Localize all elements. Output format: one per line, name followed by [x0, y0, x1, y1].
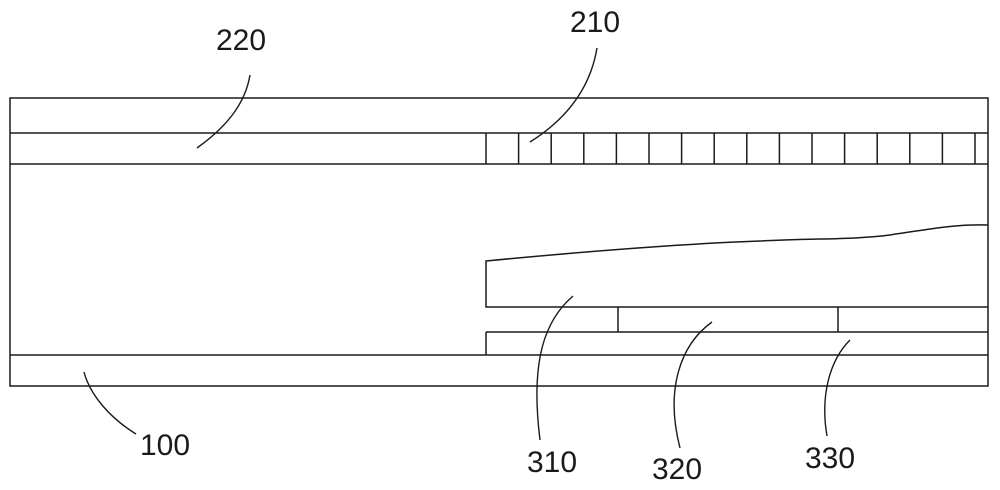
leader-line-330	[824, 339, 851, 437]
label-220: 220	[216, 24, 266, 57]
label-310: 310	[527, 446, 577, 479]
label-100: 100	[140, 429, 190, 462]
label-210: 210	[570, 6, 620, 39]
tapered-component-310	[485, 224, 989, 308]
segmented-cells-210	[485, 133, 976, 164]
leader-line-210	[529, 47, 598, 143]
outer-frame	[9, 97, 989, 387]
leader-line-310	[536, 295, 574, 441]
leader-line-100	[83, 371, 137, 435]
leader-line-320	[673, 321, 713, 449]
label-320: 320	[652, 453, 702, 486]
label-330: 330	[805, 442, 855, 475]
leader-line-220	[196, 74, 251, 149]
